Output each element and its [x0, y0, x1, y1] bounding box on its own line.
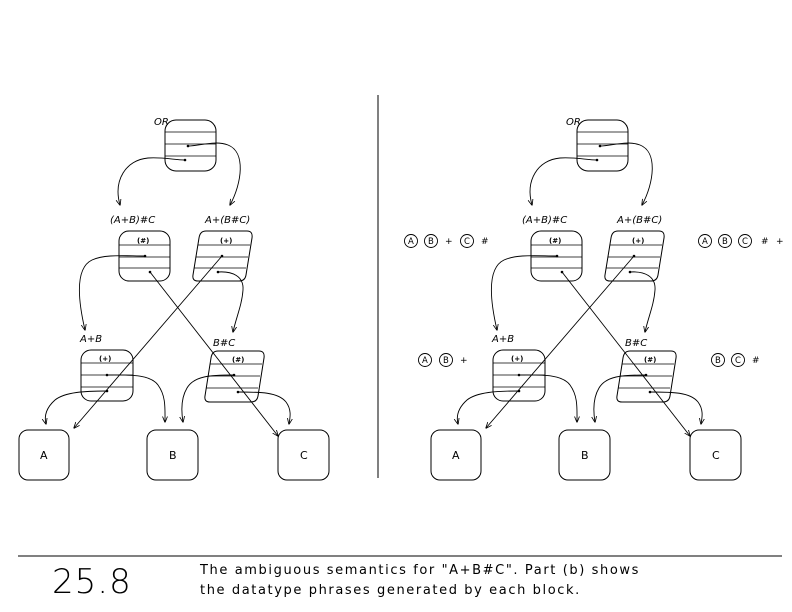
phrase-a-bc-op2: +	[776, 237, 784, 247]
phrase-bc-op1: #	[752, 356, 760, 366]
or-label: OR	[154, 117, 169, 128]
leaf-c-label-b: C	[712, 449, 720, 462]
phrase-ab-circ2: B	[443, 356, 449, 366]
phrase-bc: B C #	[711, 353, 760, 367]
a-bc-label-b: A+(B#C)	[616, 215, 662, 226]
bc-hash-symbol: (#)	[232, 356, 244, 364]
leaf-a-label: A	[40, 449, 48, 462]
phrase-a-bc-circ1: A	[702, 237, 708, 247]
phrase-ab-c-circ1: A	[408, 237, 414, 247]
ab-c-label: (A+B)#C	[110, 215, 155, 226]
bc-label: B#C	[213, 338, 235, 349]
panel-b: OR (A+B)#C A+(B#C) (#) (+) A+B B#C (+) (…	[431, 117, 741, 480]
leaf-b-label-b: B	[581, 449, 589, 462]
hash-symbol: (#)	[137, 237, 149, 245]
phrase-ab-c-circ2: B	[428, 237, 434, 247]
phrase-ab-c-op1: +	[445, 237, 453, 247]
phrase-bc-circ1: B	[715, 356, 721, 366]
ab-c-label-b: (A+B)#C	[522, 215, 567, 226]
bc-label-b: B#C	[625, 338, 647, 349]
caption-line-1: The ambiguous semantics for "A+B#C". Par…	[199, 563, 640, 578]
bc-hash-symbol-b: (#)	[644, 356, 656, 364]
phrase-a-bc-circ2: B	[722, 237, 728, 247]
phrase-ab-circ1: A	[422, 356, 428, 366]
phrase-ab-c: A B + C #	[404, 234, 489, 248]
phrase-ab-c-op2: #	[481, 237, 489, 247]
panel-a: OR (A+B)#C A+(B#C) (#) (+) A+B B#C (+) (…	[19, 117, 329, 480]
ab-label: A+B	[79, 334, 102, 345]
ab-plus-symbol-b: (+)	[511, 355, 523, 363]
plus-symbol: (+)	[220, 237, 232, 245]
phrase-ab-op1: +	[460, 356, 468, 366]
caption-line-2: the datatype phrases generated by each b…	[200, 583, 581, 598]
leaf-a-label-b: A	[452, 449, 460, 462]
phrase-a-bc-op1: #	[761, 237, 769, 247]
phrase-ab-c-circ3: C	[464, 237, 470, 247]
or-label-b: OR	[566, 117, 581, 128]
plus-symbol-b: (+)	[632, 237, 644, 245]
ab-label-b: A+B	[491, 334, 514, 345]
a-bc-label: A+(B#C)	[204, 215, 250, 226]
leaf-b-label: B	[169, 449, 177, 462]
phrase-a-bc: A B C # +	[698, 234, 784, 248]
phrase-bc-circ2: C	[735, 356, 741, 366]
figure-number: 25.8	[52, 562, 132, 602]
ab-plus-symbol: (+)	[99, 355, 111, 363]
phrase-a-bc-circ3: C	[742, 237, 748, 247]
phrase-ab: A B +	[418, 353, 468, 367]
leaf-c-label: C	[300, 449, 308, 462]
hash-symbol-b: (#)	[549, 237, 561, 245]
